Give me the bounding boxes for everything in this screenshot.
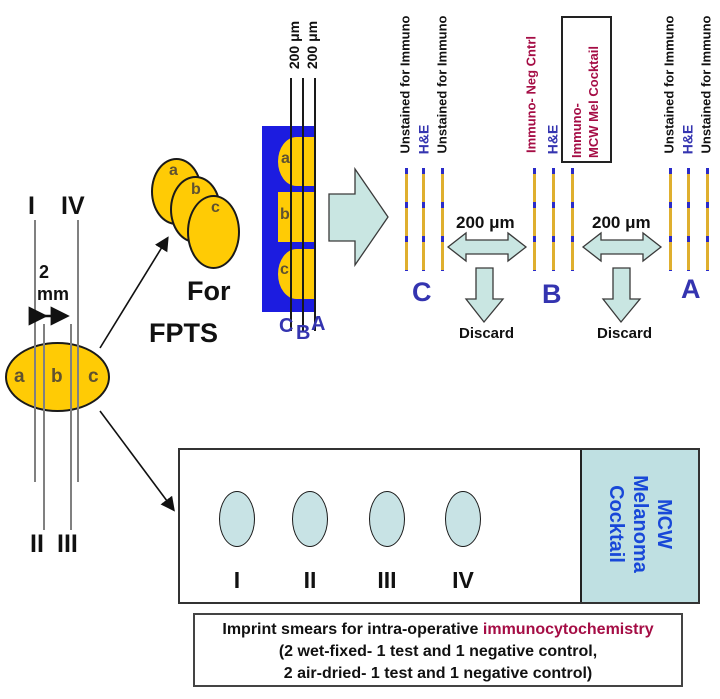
slide-b2 <box>552 168 555 271</box>
slide-b3 <box>571 168 574 271</box>
specimen-section-b: b <box>51 366 63 387</box>
slide-c2 <box>422 168 425 271</box>
imprint-panel-label: MCW Melanoma Cocktail <box>604 474 676 574</box>
block-section-b-shape <box>278 192 315 242</box>
block-depth-label-1: 200 μm <box>286 20 302 70</box>
caption-box: Imprint smears for intra-operative immun… <box>193 613 683 687</box>
block-cut-label-C: C <box>279 315 294 337</box>
imprint-panel-line2: Melanoma <box>629 475 651 573</box>
group-letter-C: C <box>412 277 432 307</box>
block-to-slides-arrow <box>328 166 389 268</box>
block-cut-line-A <box>314 78 316 331</box>
group-letter-B: B <box>542 279 562 309</box>
smear-ellipse-2 <box>292 491 328 547</box>
smear-label-1: I <box>233 567 241 593</box>
slide-a3 <box>706 168 709 271</box>
block-cut-line-B <box>302 78 304 331</box>
cut-label-II: II <box>30 530 44 558</box>
slide-b1 <box>533 168 536 271</box>
block-cut-label-A: A <box>311 313 326 335</box>
slide-label-b1: Immuno- Neg Cntrl <box>523 36 539 153</box>
slide-c3 <box>441 168 444 271</box>
slide-label-c3: Unstained for Immuno <box>434 15 450 154</box>
block-label-a: a <box>281 150 290 167</box>
slide-c1 <box>405 168 408 271</box>
caption-line3: 2 air-dried- 1 test and 1 negative contr… <box>283 665 593 682</box>
caption-line1: Imprint smears for intra-operative immun… <box>195 619 681 641</box>
gap-unit: mm <box>37 284 70 304</box>
slide-label-a3: Unstained for Immuno <box>698 15 714 154</box>
gap1-discard-label: Discard <box>459 325 515 342</box>
cut-line-I <box>34 220 36 482</box>
slide-label-a1: Unstained for Immuno <box>661 15 677 154</box>
caption-line1-highlight: immunocytochemistry <box>482 621 654 638</box>
gap2-label: 200 μm <box>592 213 651 232</box>
slide-label-a2: H&E <box>679 124 695 155</box>
gap1-double-arrow <box>446 231 528 263</box>
block-section-c-shape <box>278 249 315 299</box>
block-section-a-shape <box>278 137 315 186</box>
slide-a1 <box>669 168 672 271</box>
slide-label-b3-line1: Immuno- <box>569 103 584 158</box>
gap-value: 2 <box>39 262 50 282</box>
specimen-ellipse <box>5 342 110 412</box>
cut-line-III <box>70 324 72 530</box>
gap1-discard-arrow <box>464 267 505 324</box>
gap2-discard-arrow <box>601 267 642 324</box>
slide-label-c1: Unstained for Immuno <box>397 15 413 154</box>
smear-label-2: II <box>303 567 317 593</box>
smear-ellipse-1 <box>219 491 255 547</box>
fpts-label-c: c <box>211 199 220 216</box>
smear-label-3: III <box>377 567 397 593</box>
cut-label-III: III <box>57 530 78 558</box>
block-depth-label-2: 200 μm <box>304 20 320 70</box>
cut-label-I: I <box>28 192 35 220</box>
block-cut-label-B: B <box>296 322 311 344</box>
fpts-ellipse-c <box>187 195 240 269</box>
block-cut-line-C <box>290 78 292 331</box>
specimen-section-c: c <box>88 366 99 387</box>
slide-a2 <box>687 168 690 271</box>
fpts-label-a: a <box>169 162 178 179</box>
mcw-cocktail-slide-box <box>561 16 612 163</box>
cut-label-IV: IV <box>61 192 85 220</box>
caption-line1-prefix: Imprint smears for intra-operative <box>222 621 483 638</box>
slide-label-b3-line2: MCW Mel Cocktail <box>586 46 601 158</box>
imprint-panel-teal <box>580 450 698 602</box>
slide-label-b3: Immuno- MCW Mel Cocktail <box>568 20 604 158</box>
smear-ellipse-4 <box>445 491 481 547</box>
slide-label-c2: H&E <box>415 124 431 155</box>
fpts-caption-fpts: FPTS <box>149 318 219 348</box>
gap2-double-arrow <box>581 231 663 263</box>
imprint-panel-line3: Cocktail <box>605 485 627 563</box>
fpts-caption-for: For <box>187 276 231 306</box>
gap1-label: 200 μm <box>456 213 515 232</box>
cut-line-II <box>43 324 45 530</box>
group-letter-A: A <box>681 274 701 304</box>
block-label-c: c <box>280 261 289 278</box>
gap2-discard-label: Discard <box>597 325 653 342</box>
arrow-specimen-to-imprint <box>99 410 175 512</box>
block-label-b: b <box>280 206 290 223</box>
fpts-label-b: b <box>191 181 201 198</box>
specimen-section-a: a <box>14 366 25 387</box>
cut-line-IV <box>77 220 79 482</box>
smear-label-4: IV <box>452 567 474 593</box>
caption-line2: (2 wet-fixed- 1 test and 1 negative cont… <box>278 643 598 660</box>
imprint-panel-line1: MCW <box>653 499 675 549</box>
slide-label-b2: H&E <box>544 124 560 155</box>
smear-ellipse-3 <box>369 491 405 547</box>
